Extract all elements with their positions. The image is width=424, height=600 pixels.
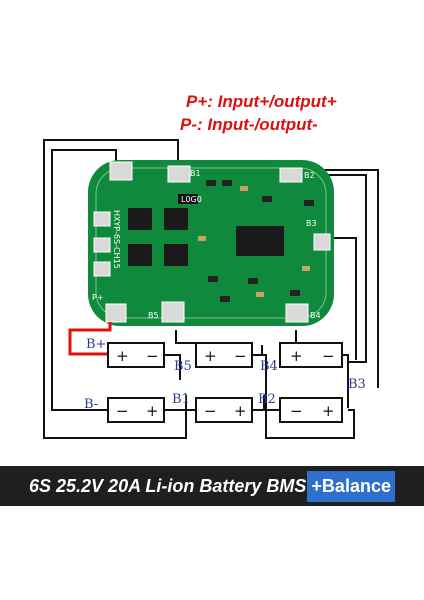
cell-1-plus: + (146, 402, 159, 420)
chip-label: L0G0 (181, 195, 202, 204)
bms-wiring-diagram: L0G0 HXYP-6S-CH15 P+ B1 B2 B3 B5 B4 B+ (43, 139, 379, 439)
cell-6-plus: + (116, 347, 129, 365)
cell-3-plus: + (322, 402, 335, 420)
pad-p-minus-a (93, 211, 111, 227)
product-banner: 6S 25.2V 20A Li-ion Battery BMS +Balance (0, 466, 424, 506)
cell-5 (195, 342, 253, 368)
pcb-label-b4: B4 (310, 311, 321, 320)
pad-b1 (167, 165, 191, 183)
pad-b2 (279, 167, 303, 183)
pcb-body (88, 160, 334, 326)
cell-5-plus: + (204, 347, 217, 365)
cell-6-minus: − (146, 347, 159, 365)
cell-2-minus: − (204, 402, 217, 420)
cell-1 (107, 397, 165, 423)
mosfet-4 (164, 244, 188, 266)
label-b-plus: B+ (86, 337, 106, 352)
legend-p-plus: P+: Input+/output+ (186, 92, 337, 111)
battery-row-bottom (107, 397, 343, 423)
pad-b5 (161, 301, 185, 323)
pcb-label-p-plus: P+ (92, 293, 104, 302)
banner-accent: +Balance (307, 470, 395, 502)
pcb-label-b2: B2 (304, 171, 315, 180)
control-ic (236, 226, 284, 256)
pcb-label-b1: B1 (190, 169, 201, 178)
label-b4: B4 (260, 359, 278, 374)
label-b2: B2 (258, 392, 276, 407)
mosfet-2 (164, 208, 188, 230)
b-plus-red-wire (68, 322, 112, 356)
label-b3: B3 (348, 377, 366, 392)
pcb-label-b5: B5 (148, 311, 159, 320)
cell-5-minus: − (234, 347, 247, 365)
cell-1-minus: − (116, 402, 129, 420)
cell-4-plus: + (290, 347, 303, 365)
cell-4-minus: − (322, 347, 335, 365)
pad-b3 (313, 233, 331, 251)
pcb-label-b3: B3 (306, 219, 317, 228)
label-b-minus: B- (84, 397, 98, 412)
label-b5: B5 (174, 359, 192, 374)
banner-title: 6S 25.2V 20A Li-ion Battery BMS (29, 475, 307, 496)
cell-2 (195, 397, 253, 423)
cell-symbols: + − + − + − − + − + − + (116, 347, 335, 420)
battery-row-top (107, 342, 343, 368)
pad-b-plus-top (109, 161, 133, 181)
chip-label-body (178, 194, 198, 204)
mosfet-3 (128, 244, 152, 266)
mosfet-1 (128, 208, 152, 230)
legend-p-minus: P-: Input-/output- (180, 115, 318, 134)
model-text: HXYP-6S-CH15 (112, 210, 121, 269)
cell-4 (279, 342, 343, 368)
label-b1: B1 (172, 392, 190, 407)
pad-b4 (285, 303, 309, 323)
pad-p-minus-b (93, 237, 111, 253)
pad-b-plus (105, 303, 127, 323)
pad-b-minus (93, 261, 111, 277)
cell-2-plus: + (234, 402, 247, 420)
cell-3-minus: − (290, 402, 303, 420)
pcb-board: L0G0 HXYP-6S-CH15 P+ B1 B2 B3 B5 B4 (88, 160, 334, 326)
